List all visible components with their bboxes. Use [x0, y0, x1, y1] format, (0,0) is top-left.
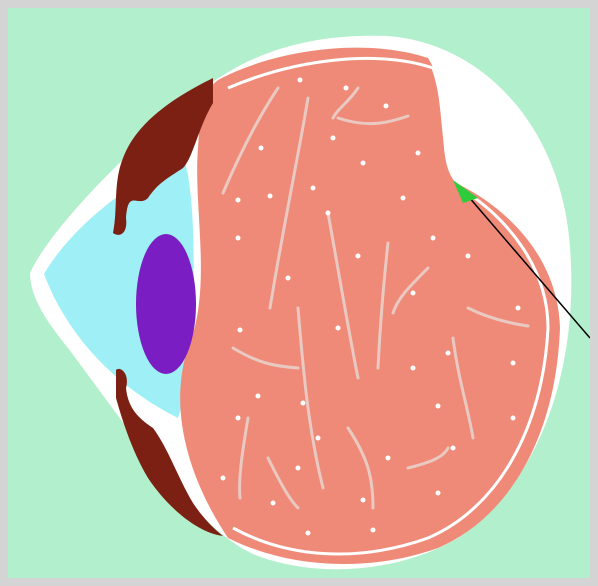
lens-ellipse [136, 234, 196, 374]
eye-cross-section-diagram [8, 8, 590, 578]
